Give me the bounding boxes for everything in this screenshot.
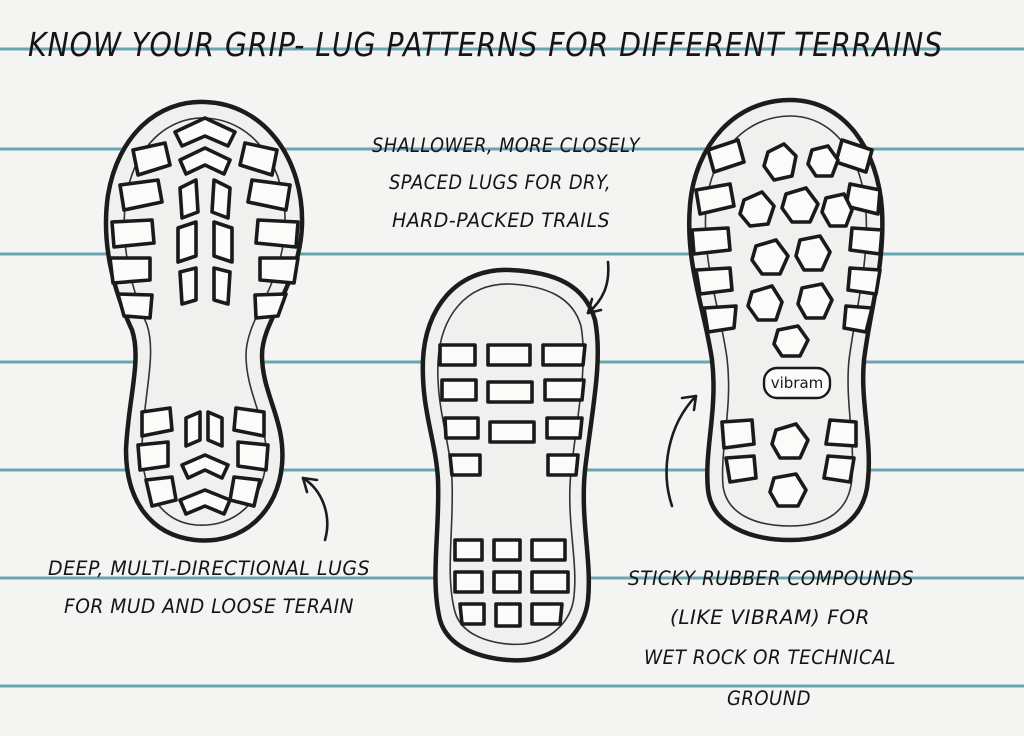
vibram-logo-text: vibram <box>771 374 824 392</box>
caption-left-line-1: Deep, multi-directional lugs <box>48 557 370 580</box>
caption-right-line-3: wet rock or technical <box>644 646 896 669</box>
caption-middle-line-2: spaced lugs for dry, <box>389 171 611 194</box>
arrow-left-caption <box>301 476 329 542</box>
caption-left: Deep, multi-directional lugs for mud and… <box>48 557 370 618</box>
right-sole-sticky-rubber: vibram <box>687 97 885 543</box>
caption-right-line-4: ground <box>727 687 811 710</box>
caption-middle-line-3: hard-packed trails <box>392 209 610 232</box>
caption-right-line-1: Sticky rubber compounds <box>628 567 914 590</box>
vibram-logo: vibram <box>762 366 832 400</box>
caption-middle: Shallower, more closely spaced lugs for … <box>372 134 641 232</box>
middle-sole-shallow-lugs <box>420 267 601 663</box>
caption-left-line-2: for mud and loose terain <box>64 595 354 618</box>
caption-middle-line-1: Shallower, more closely <box>372 134 641 157</box>
caption-right: Sticky rubber compounds (like Vibram) fo… <box>628 567 914 710</box>
caption-right-line-2: (like Vibram) for <box>670 606 870 629</box>
left-sole-deep-lugs <box>103 99 305 543</box>
arrow-right-caption <box>665 394 698 508</box>
page-title: Know your grip- lug patterns for differe… <box>28 25 943 64</box>
arrow-middle-caption <box>586 260 610 315</box>
